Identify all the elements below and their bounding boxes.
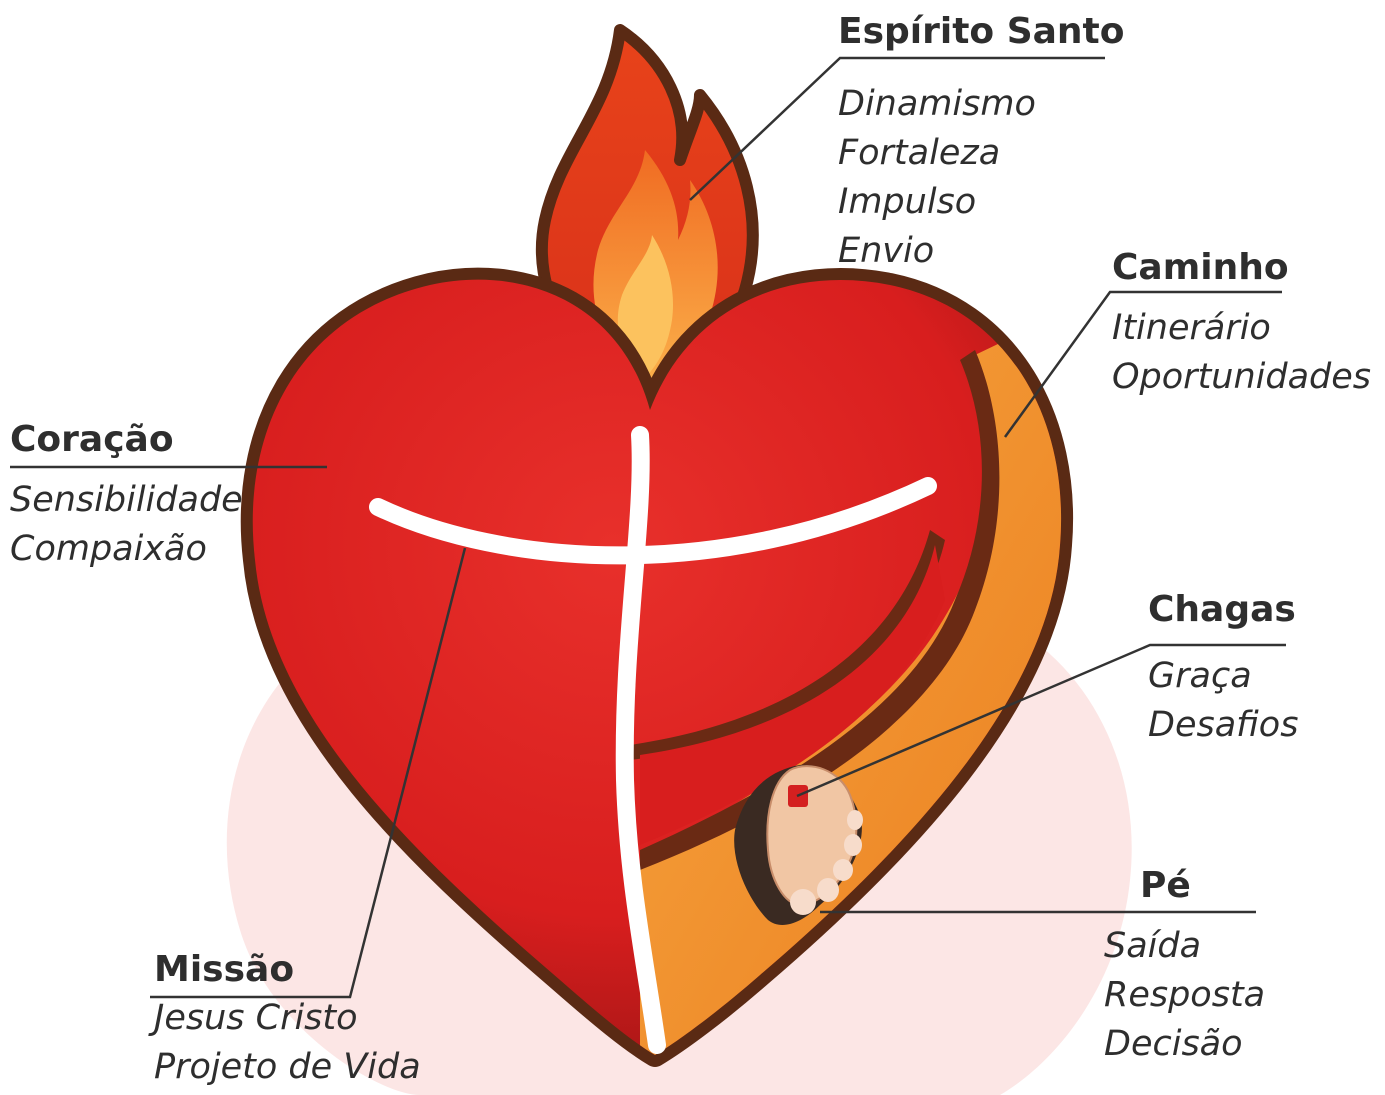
label-title: Chagas <box>1148 589 1296 630</box>
label-item: Fortaleza <box>838 133 1001 173</box>
label-chagas: Chagas Graça Desafios <box>1148 588 1298 750</box>
label-item: Decisão <box>1104 1024 1243 1064</box>
label-item: Jesus Cristo <box>154 998 358 1038</box>
leader-line-espirito-santo <box>689 56 1105 201</box>
label-item: Impulso <box>838 182 977 222</box>
label-coracao: Coração Sensibilidade Compaixão <box>10 418 243 574</box>
label-item: Resposta <box>1104 975 1266 1015</box>
label-espirito-santo: Espírito Santo Dinamismo Fortaleza Impul… <box>838 10 1125 276</box>
label-item: Envio <box>838 231 935 271</box>
leader-line-caminho <box>1003 290 1282 438</box>
label-item: Dinamismo <box>838 84 1036 124</box>
leader-lines <box>10 56 1286 999</box>
label-title: Missão <box>154 949 295 990</box>
label-title: Coração <box>10 419 174 460</box>
cross-icon <box>369 426 937 1054</box>
label-title: Caminho <box>1112 247 1289 288</box>
label-item: Projeto de Vida <box>154 1047 421 1087</box>
label-title: Pé <box>1140 865 1191 906</box>
label-item: Graça <box>1148 656 1252 696</box>
label-item: Saída <box>1104 926 1202 966</box>
label-item: Oportunidades <box>1112 357 1372 397</box>
label-missao: Missão Jesus Cristo Projeto de Vida <box>154 948 421 1092</box>
label-item: Compaixão <box>10 529 207 569</box>
foot-icon <box>734 764 863 925</box>
label-caminho: Caminho Itinerário Oportunidades <box>1112 246 1371 402</box>
label-item: Itinerário <box>1112 308 1271 348</box>
label-pe: Pé Saída Resposta Decisão <box>1104 864 1265 1069</box>
label-title: Espírito Santo <box>838 11 1125 52</box>
leader-line-missao <box>150 547 467 999</box>
label-item: Desafios <box>1148 705 1299 745</box>
label-item: Sensibilidade <box>10 480 243 520</box>
leader-line-chagas <box>796 643 1286 798</box>
